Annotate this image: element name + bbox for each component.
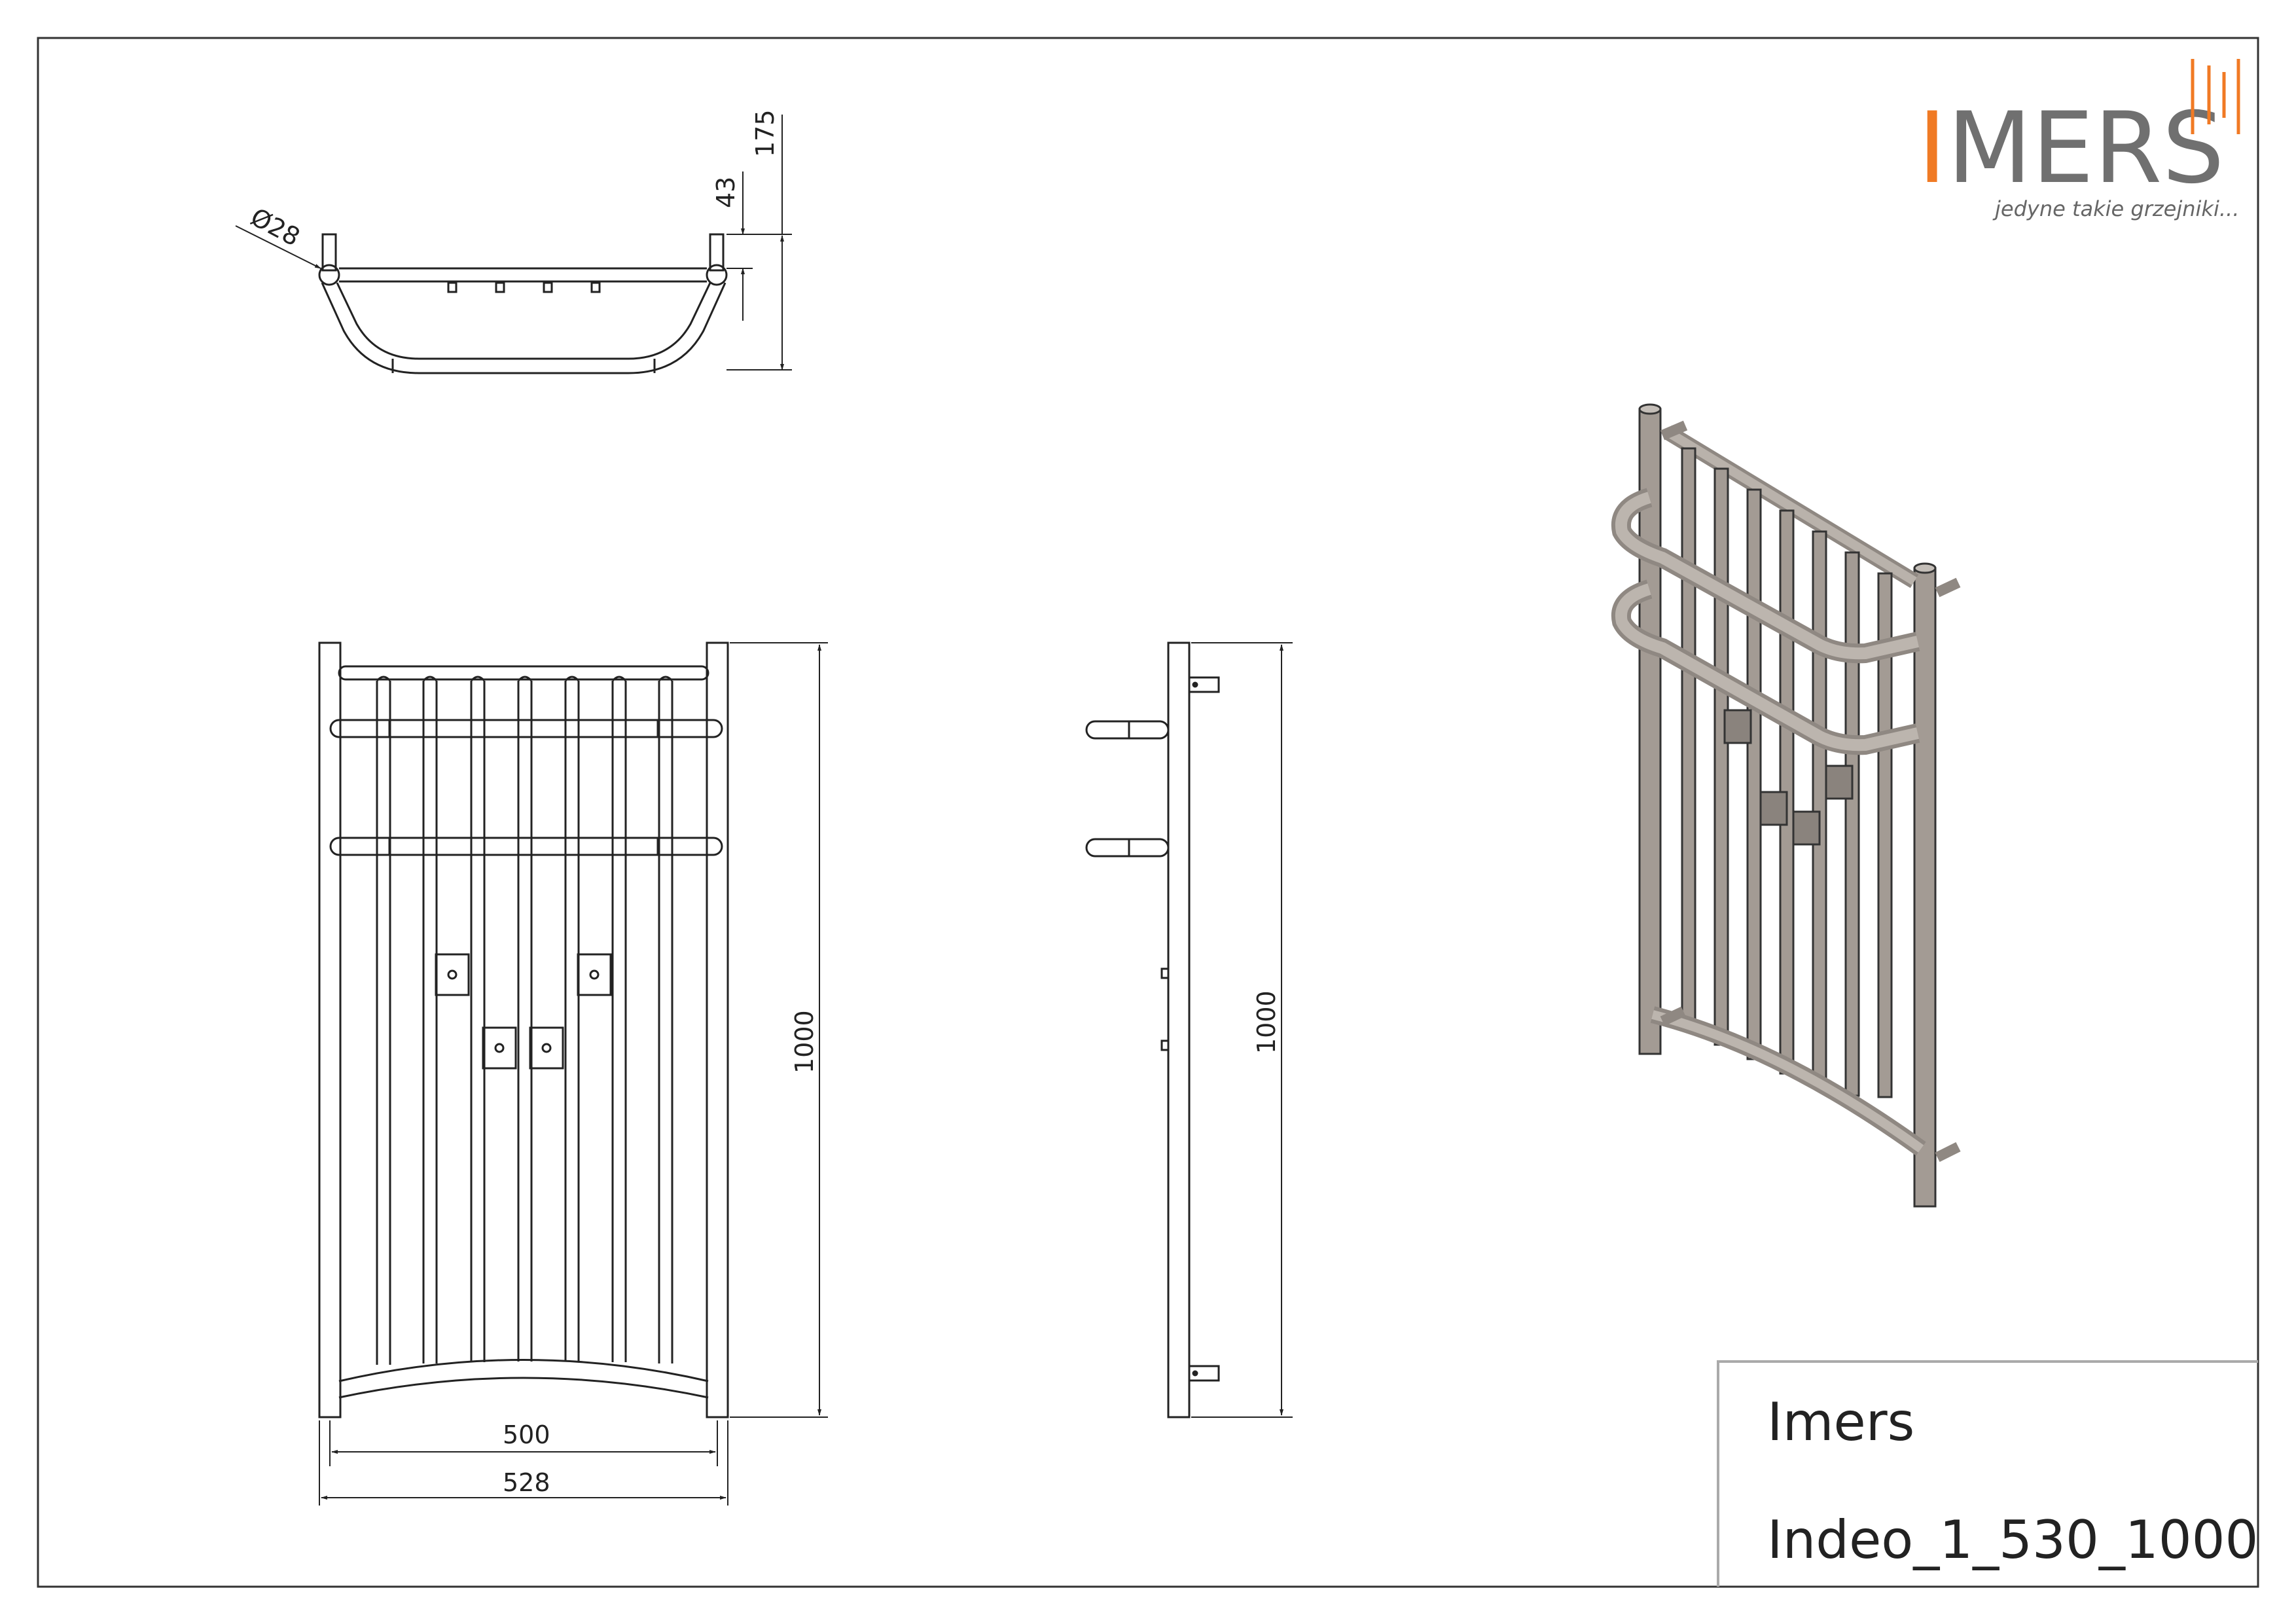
- title-block-model: Indeo_1_530_1000: [1767, 1509, 2258, 1570]
- logo-bars-icon: [2191, 59, 2240, 134]
- logo-letter-i: I: [1918, 92, 1946, 206]
- front-view-dimensions: [319, 642, 828, 1506]
- logo-tagline: jedyne takie grzejniki...: [1992, 196, 2239, 221]
- drawing-border: [37, 37, 2259, 1588]
- imers-logo: I MERS jedyne takie grzejniki...: [1918, 59, 2240, 221]
- dim-outer-width: 528: [503, 1468, 550, 1497]
- dim-front-height: 1000: [790, 1010, 819, 1074]
- top-view: [318, 233, 728, 374]
- side-view: [1085, 641, 1220, 1418]
- top-view-dimensions: [235, 115, 792, 370]
- dim-depth-175: 175: [751, 109, 780, 157]
- dim-offset-43: 43: [711, 177, 740, 208]
- side-view-dimensions: [1191, 642, 1293, 1418]
- front-view: [318, 641, 729, 1418]
- logo-wordmark: MERS: [1947, 92, 2225, 206]
- title-block: [1717, 1360, 2258, 1587]
- dim-diameter: Ø28: [246, 202, 305, 252]
- title-block-company: Imers: [1767, 1392, 1914, 1453]
- dim-side-height: 1000: [1252, 990, 1281, 1054]
- isometric-view: [1611, 403, 1961, 1208]
- dim-inner-width: 500: [503, 1420, 550, 1449]
